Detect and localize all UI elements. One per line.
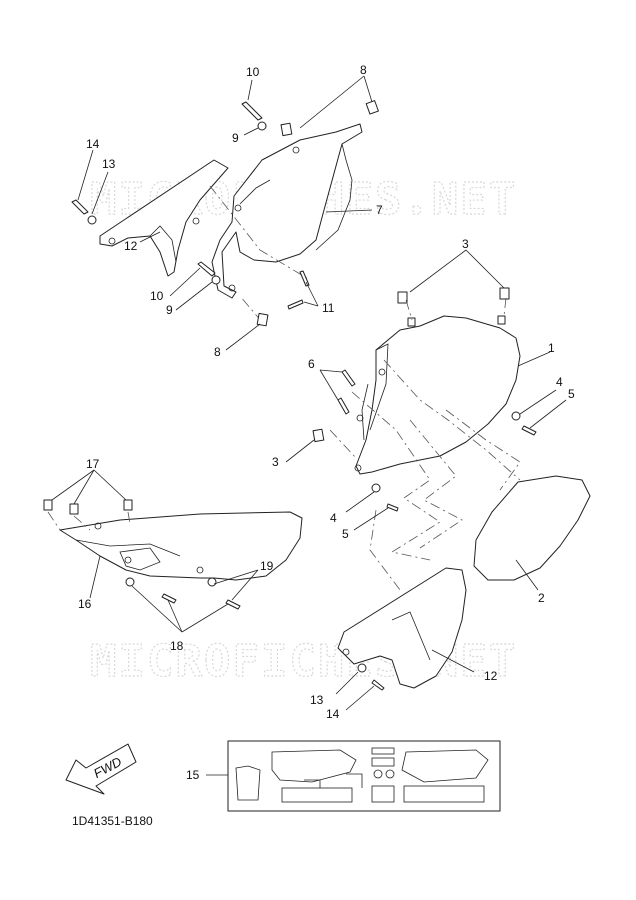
- callout-13-lower: 13: [310, 693, 324, 707]
- leaders-lower-left: [51, 469, 259, 633]
- callout-11: 11: [322, 301, 335, 315]
- callout-10-mid: 10: [150, 289, 164, 303]
- fasteners-lower-left: [43, 499, 241, 610]
- callout-9-mid: 9: [166, 303, 173, 317]
- part-2-pad: [473, 475, 591, 581]
- callout-2: 2: [538, 591, 545, 605]
- diagram-code: 1D41351-B180: [72, 814, 153, 828]
- part-15-decal-sheet: [227, 740, 501, 812]
- callout-9-top: 9: [232, 131, 239, 145]
- part-12-lower-cover: [337, 567, 467, 689]
- callout-12-upper: 12: [124, 239, 138, 253]
- leaders-top-left: [77, 75, 373, 351]
- callout-14-lower: 14: [326, 707, 340, 721]
- part-16-lower-cover: [59, 511, 303, 581]
- callout-15: 15: [186, 768, 200, 782]
- callout-12-lower: 12: [484, 669, 498, 683]
- callout-18: 18: [170, 639, 184, 653]
- callout-1: 1: [548, 341, 555, 355]
- callout-10-top: 10: [246, 65, 260, 79]
- callout-4-right: 4: [556, 375, 563, 389]
- callout-6: 6: [308, 357, 315, 371]
- callout-4-mid: 4: [330, 511, 337, 525]
- callout-8-top: 8: [360, 63, 367, 77]
- callout-19: 19: [260, 559, 274, 573]
- fasteners-top-left: [71, 100, 379, 327]
- callout-17: 17: [86, 457, 100, 471]
- fasteners-lower-right: [357, 663, 385, 691]
- fasteners-right: [312, 287, 537, 512]
- callout-8-mid: 8: [214, 345, 221, 359]
- callout-16: 16: [78, 597, 92, 611]
- callout-3-top: 3: [462, 237, 469, 251]
- callout-7: 7: [376, 203, 383, 217]
- callout-13-left: 13: [102, 157, 116, 171]
- callout-3-mid: 3: [272, 455, 279, 469]
- callout-14-left: 14: [86, 137, 100, 151]
- part-1-side-cover: [354, 315, 521, 475]
- callout-5-right: 5: [568, 387, 575, 401]
- leaders-lower-right: [335, 649, 475, 711]
- fwd-arrow-icon: FWD: [65, 743, 137, 795]
- callout-5-mid: 5: [342, 527, 349, 541]
- part-12-upper-cover: [99, 159, 229, 277]
- callout-labels: 10 8 9 14 13 7 12 10 9 11 8 3 1 6 4 5 3 …: [78, 63, 575, 782]
- leaders-right: [285, 249, 567, 591]
